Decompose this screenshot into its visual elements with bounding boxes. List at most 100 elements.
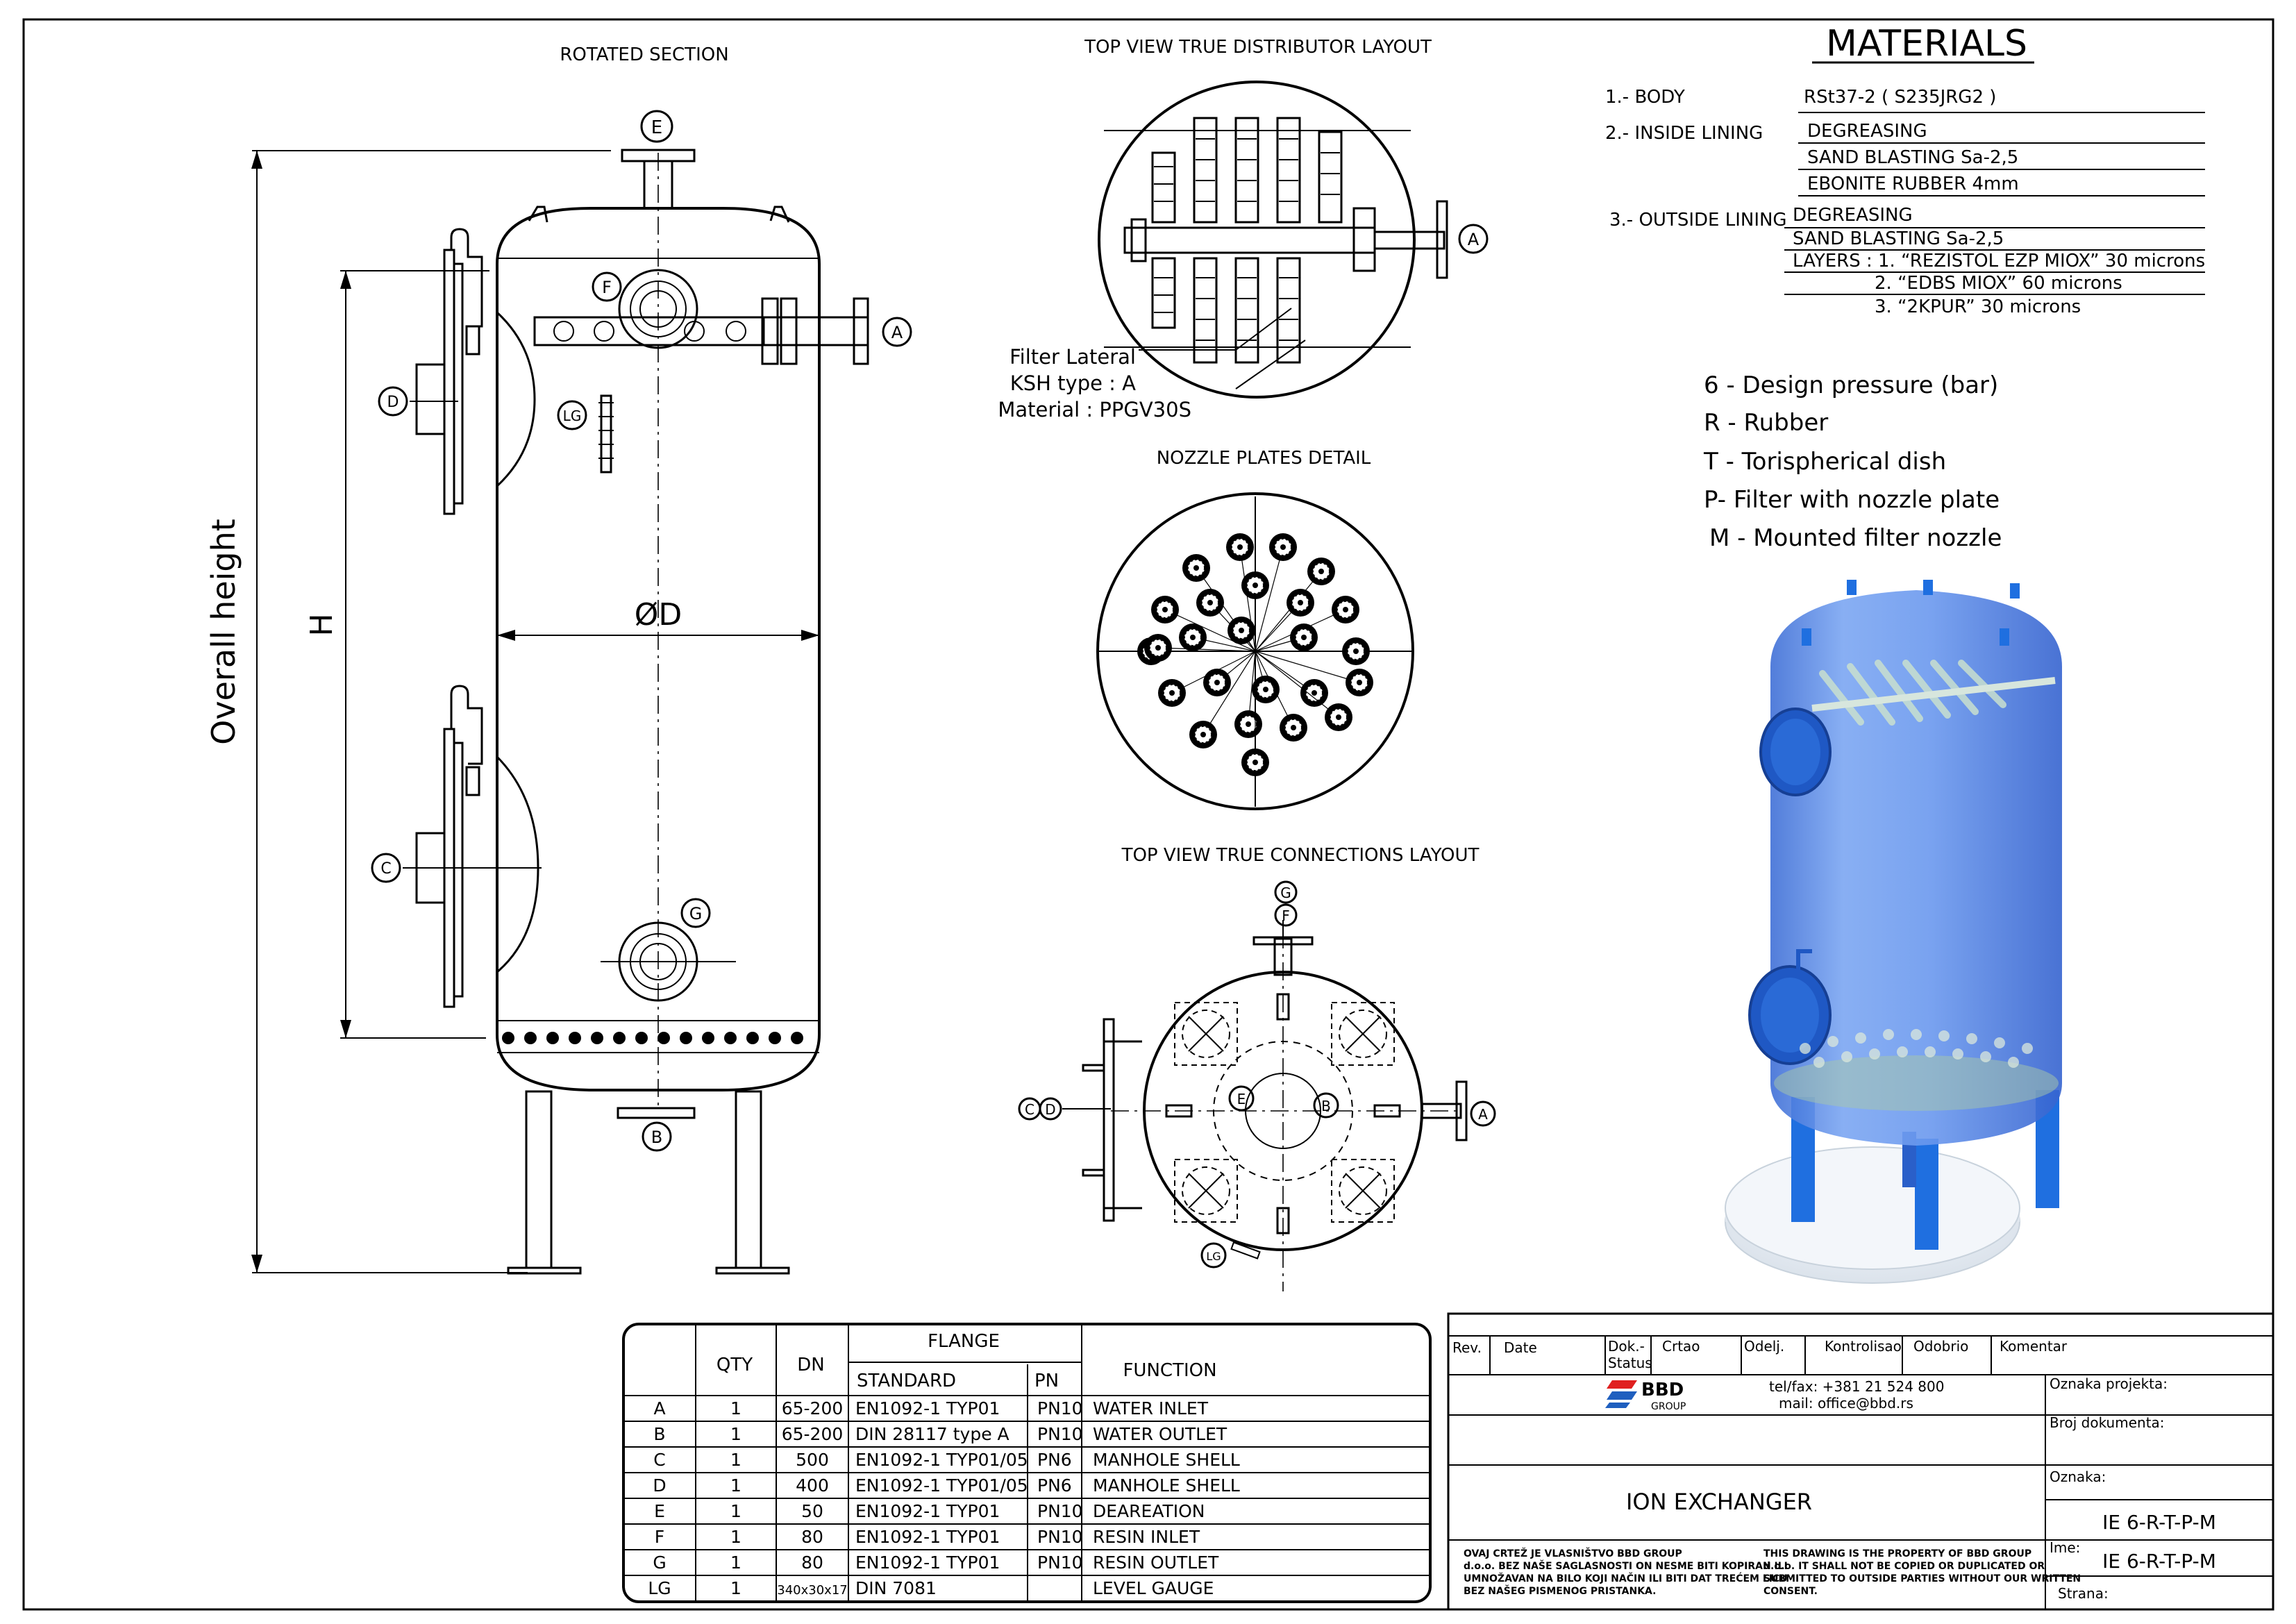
table-cell-tag: F: [655, 1527, 664, 1547]
table-cell-function: MANHOLE SHELL: [1093, 1450, 1240, 1470]
tb-oznaka-projekta: Oznaka projekta:: [2050, 1375, 2168, 1392]
outside-lining-5: 3. “2KPUR” 30 microns: [1875, 296, 2081, 317]
table-cell-dn: 400: [796, 1475, 829, 1496]
tb-broj-dokumenta: Broj dokumenta:: [2050, 1414, 2165, 1431]
tb-odelj: Odelj.: [1744, 1338, 1784, 1355]
table-cell-qty: 1: [730, 1475, 741, 1496]
material-inside-label: 2.- INSIDE LINING: [1605, 123, 1763, 144]
table-cell-dn: 340x30x17: [777, 1583, 847, 1598]
material-body-value: RSt37-2 ( S235JRG2 ): [1804, 87, 1996, 108]
outside-lining-3: LAYERS : 1. “REZISTOL EZP MIOX” 30 micro…: [1793, 251, 2205, 271]
inside-lining-1: DEGREASING: [1807, 121, 1927, 142]
table-cell-qty: 1: [730, 1450, 741, 1470]
table-cell-pn: PN6: [1037, 1450, 1072, 1470]
svg-text:A: A: [891, 323, 903, 342]
svg-text:B: B: [651, 1128, 662, 1147]
distributor-outline: [1098, 81, 1416, 399]
nozzle-plate-outline: [1096, 492, 1414, 810]
svg-text:G: G: [1280, 885, 1291, 901]
note-en-3: SUBMITTED TO OUTSIDE PARTIES WITHOUT OUR…: [1763, 1573, 2081, 1584]
svg-text:F: F: [1282, 907, 1290, 924]
vessel-leg-right: [735, 1090, 762, 1269]
table-cell-function: LEVEL GAUGE: [1093, 1578, 1214, 1598]
svg-text:C: C: [380, 860, 391, 878]
table-cell-standard: EN1092-1 TYP01: [855, 1501, 1000, 1521]
connections-layout-view: TOP VIEW TRUE CONNECTIONS LAYOUT G F E B…: [1018, 845, 1496, 1291]
table-cell-pn: PN10: [1037, 1527, 1083, 1547]
table-cell-qty: 1: [730, 1578, 741, 1598]
table-cell-standard: DIN 28117 type A: [855, 1424, 1009, 1444]
material-outside-label: 3.- OUTSIDE LINING: [1609, 210, 1787, 231]
table-cell-pn: PN10: [1037, 1398, 1083, 1418]
svg-text:D: D: [387, 394, 399, 411]
legend-item-1: 6 - Design pressure (bar): [1704, 371, 1998, 399]
designation-legend: 6 - Design pressure (bar) R - Rubber T -…: [1703, 371, 2002, 552]
table-cell-standard: EN1092-1 TYP01: [855, 1552, 1000, 1573]
table-cell-tag: G: [653, 1552, 666, 1573]
table-cell-pn: PN6: [1037, 1475, 1072, 1496]
svg-text:C: C: [1025, 1101, 1034, 1118]
vessel-leg-left: [525, 1090, 553, 1269]
drawing-code-2: IE 6-R-T-P-M: [2102, 1550, 2216, 1573]
legend-item-3: T - Torispherical dish: [1703, 448, 1946, 476]
tb-date: Date: [1504, 1339, 1537, 1356]
tb-crtao: Crtao: [1662, 1338, 1700, 1355]
table-cell-tag: LG: [648, 1578, 671, 1598]
materials-title: MATERIALS: [1826, 23, 2027, 65]
svg-text:E: E: [1237, 1091, 1246, 1107]
svg-text:G: G: [689, 904, 703, 923]
col-function: FUNCTION: [1123, 1360, 1216, 1381]
inside-lining-2: SAND BLASTING Sa-2,5: [1807, 147, 2018, 168]
note-en-1: THIS DRAWING IS THE PROPERTY OF BBD GROU…: [1763, 1548, 2031, 1559]
table-cell-tag: B: [653, 1424, 665, 1444]
distributor-view-title: TOP VIEW TRUE DISTRIBUTOR LAYOUT: [1084, 37, 1432, 58]
table-cell-standard: EN1092-1 TYP01: [855, 1527, 1000, 1547]
table-cell-function: RESIN OUTLET: [1093, 1552, 1219, 1573]
table-cell-function: RESIN INLET: [1093, 1527, 1200, 1547]
table-cell-qty: 1: [730, 1527, 741, 1547]
table-cell-dn: 80: [801, 1552, 823, 1573]
table-cell-qty: 1: [730, 1398, 741, 1418]
materials-block: MATERIALS 1.- BODY RSt37-2 ( S235JRG2 ) …: [1605, 23, 2205, 317]
table-cell-dn: 80: [801, 1527, 823, 1547]
tb-mail: mail: office@bbd.rs: [1779, 1395, 1913, 1412]
tag-b: [642, 1121, 672, 1152]
tag-e-top: [640, 110, 673, 143]
col-dn: DN: [797, 1355, 824, 1375]
svg-text:LG: LG: [1206, 1250, 1221, 1263]
svg-text:B: B: [1321, 1098, 1331, 1114]
logo-text: BBD: [1641, 1380, 1684, 1400]
table-cell-dn: 50: [801, 1501, 823, 1521]
svg-text:E: E: [651, 117, 662, 138]
table-cell-qty: 1: [730, 1552, 741, 1573]
rotated-section-title: ROTATED SECTION: [560, 44, 728, 65]
legend-item-4: P- Filter with nozzle plate: [1704, 486, 2000, 514]
tb-status: Status: [1608, 1355, 1652, 1371]
table-cell-dn: 500: [796, 1450, 829, 1470]
drawing-code-1: IE 6-R-T-P-M: [2102, 1511, 2216, 1534]
table-cell-tag: D: [653, 1475, 666, 1496]
table-cell-function: MANHOLE SHELL: [1093, 1475, 1240, 1496]
table-cell-tag: A: [653, 1398, 665, 1418]
nozzle-plates-view: NOZZLE PLATES DETAIL: [1096, 448, 1414, 810]
bbd-logo: BBD GROUP: [1605, 1380, 1686, 1412]
inlet-distributor-pipe: [533, 316, 765, 346]
svg-text:F: F: [602, 278, 612, 297]
table-cell-pn: PN10: [1037, 1424, 1083, 1444]
outside-lining-1: DEGREASING: [1793, 205, 1913, 226]
table-cell-function: DEAREATION: [1093, 1501, 1205, 1521]
tb-komentar: Komentar: [2000, 1338, 2068, 1355]
material-body-label: 1.- BODY: [1605, 87, 1685, 108]
table-cell-dn: 65-200: [782, 1424, 844, 1444]
nozzle-plates-title: NOZZLE PLATES DETAIL: [1157, 448, 1371, 469]
manhole-d: [443, 249, 455, 515]
table-cell-function: WATER INLET: [1093, 1398, 1209, 1418]
filter-nozzle-group: [1137, 533, 1373, 776]
tb-oznaka: Oznaka:: [2050, 1468, 2106, 1485]
h-label: H: [304, 613, 340, 636]
tb-ime: Ime:: [2050, 1539, 2080, 1556]
svg-text:A: A: [1478, 1106, 1488, 1123]
